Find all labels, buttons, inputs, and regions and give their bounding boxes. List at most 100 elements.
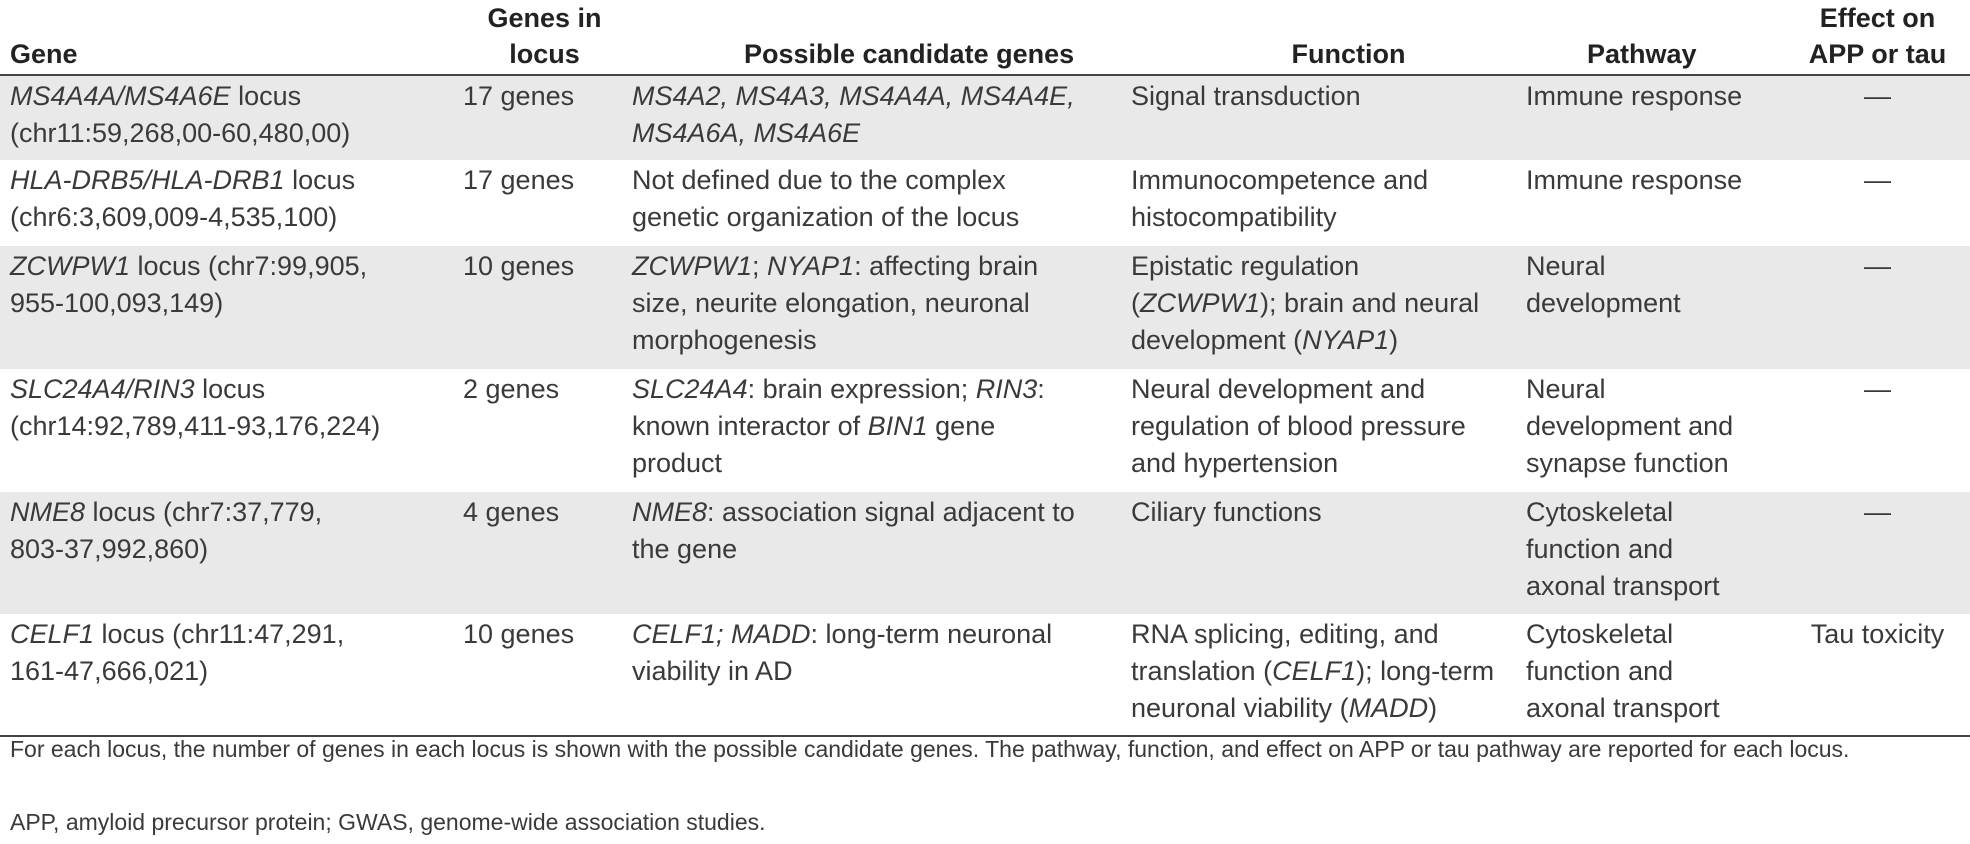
header-effect-line2: APP or tau (1808, 39, 1947, 69)
candidate-text: : (1037, 374, 1045, 404)
function-gene: CELF1 (1272, 656, 1357, 686)
gene-name: ZCWPW1 (10, 251, 130, 281)
function-line: regulation of blood pressure (1131, 411, 1466, 441)
gene-count: 10 genes (457, 246, 632, 369)
table-row: CELF1 locus (chr11:47,291, 161-47,666,02… (0, 614, 1970, 737)
table-row: HLA-DRB5/HLA-DRB1 locus (chr6:3,609,009-… (0, 160, 1970, 246)
effect-cell: — (1785, 160, 1970, 246)
gene-name: MS4A4A/MS4A6E (10, 81, 231, 111)
gene-coordinates: (chr11:59,268,00-60,480,00) (10, 118, 351, 148)
pathway-line: axonal transport (1526, 693, 1720, 723)
pathway-cell: Immune response (1526, 165, 1743, 195)
gene-coordinates: (chr14:92,789,411-93,176,224) (10, 411, 381, 441)
candidate-cell: SLC24A4: brain expression; RIN3: known i… (632, 369, 1131, 492)
pathway-cell: Neural development (1526, 246, 1785, 369)
candidate-line: morphogenesis (632, 325, 817, 355)
candidate-gene: ZCWPW1 (632, 251, 752, 281)
candidate-line: the gene (632, 534, 738, 564)
effect-cell: — (1785, 246, 1970, 369)
pathway-cell: Cytoskeletal function and axonal transpo… (1526, 614, 1785, 737)
gene-cell: NME8 locus (chr7:37,779, 803-37,992,860) (0, 492, 457, 614)
gene-locus-text: locus (chr11:47,291, (94, 619, 345, 649)
pathway-line: synapse function (1526, 448, 1729, 478)
candidate-gene: NME8 (632, 497, 708, 527)
gene-cell: CELF1 locus (chr11:47,291, 161-47,666,02… (0, 614, 457, 737)
function-cell: Neural development and regulation of blo… (1131, 369, 1526, 492)
pathway-cell: Immune response (1526, 75, 1785, 160)
pathway-line: axonal transport (1526, 571, 1720, 601)
candidate-cell: ZCWPW1; NYAP1: affecting brain size, neu… (632, 246, 1131, 369)
candidate-gene: CELF1; MADD (632, 619, 811, 649)
gene-locus-text: locus (chr7:37,779, (85, 497, 323, 527)
header-gene: Gene (0, 0, 457, 76)
candidate-line: Not defined due to the complex (632, 165, 1006, 195)
pathway-line: Cytoskeletal (1526, 619, 1674, 649)
function-text: ) (1428, 693, 1438, 723)
candidate-cell: MS4A2, MS4A3, MS4A4A, MS4A4E, MS4A6A, MS… (632, 75, 1131, 160)
function-text: neuronal viability ( (1131, 693, 1349, 723)
function-line: Neural development and (1131, 374, 1426, 404)
candidate-line: MS4A6A, MS4A6E (632, 118, 861, 148)
gene-locus-text: locus (284, 165, 356, 195)
pathway-line: Neural (1526, 251, 1606, 281)
header-effect-line1: Effect on (1819, 3, 1936, 33)
candidate-gene: SLC24A4 (632, 374, 748, 404)
gene-coordinates: 803-37,992,860) (10, 534, 209, 564)
effect-cell: — (1785, 75, 1970, 160)
effect-cell: — (1785, 369, 1970, 492)
function-cell: RNA splicing, editing, and translation (… (1131, 614, 1526, 737)
candidate-line: MS4A2, MS4A3, MS4A4A, MS4A4E, (632, 81, 1075, 111)
header-genes-in-locus-line2: locus (509, 39, 580, 69)
table-row: NME8 locus (chr7:37,779, 803-37,992,860)… (0, 492, 1970, 614)
function-gene: ZCWPW1 (1140, 288, 1260, 318)
function-line: Epistatic regulation (1131, 251, 1360, 281)
header-function: Function (1131, 0, 1526, 76)
function-cell: Immunocompetence and histocompatibility (1131, 160, 1526, 246)
function-text: development ( (1131, 325, 1303, 355)
table-row: SLC24A4/RIN3 locus (chr14:92,789,411-93,… (0, 369, 1970, 492)
candidate-line: genetic organization of the locus (632, 202, 1020, 232)
pathway-line: Neural (1526, 374, 1606, 404)
gene-name: SLC24A4/RIN3 (10, 374, 195, 404)
gene-name: HLA-DRB5/HLA-DRB1 (10, 165, 285, 195)
candidate-line: viability in AD (632, 656, 793, 686)
candidate-text: : affecting brain (854, 251, 1039, 281)
pathway-line: Cytoskeletal (1526, 497, 1674, 527)
function-cell: Signal transduction (1131, 75, 1526, 160)
table-row: ZCWPW1 locus (chr7:99,905, 955-100,093,1… (0, 246, 1970, 369)
function-text: ); brain and neural (1259, 288, 1480, 318)
candidate-line: size, neurite elongation, neuronal (632, 288, 1030, 318)
gene-locus-text: locus (194, 374, 266, 404)
candidate-line: product (632, 448, 723, 478)
function-line: Immunocompetence and (1131, 165, 1429, 195)
effect-value: Tau toxicity (1810, 619, 1945, 649)
candidate-cell: Not defined due to the complex genetic o… (632, 160, 1131, 246)
function-text: ( (1131, 288, 1140, 318)
gene-cell: ZCWPW1 locus (chr7:99,905, 955-100,093,1… (0, 246, 457, 369)
candidate-text: : association signal adjacent to (707, 497, 1075, 527)
gene-cell: MS4A4A/MS4A6E locus (chr11:59,268,00-60,… (0, 75, 457, 160)
function-gene: MADD (1348, 693, 1429, 723)
gene-coordinates: 161-47,666,021) (10, 656, 209, 686)
pathway-line: development (1526, 288, 1681, 318)
pathway-cell: Cytoskeletal function and axonal transpo… (1526, 492, 1785, 614)
pathway-line: function and (1526, 656, 1674, 686)
candidate-separator: ; (751, 251, 767, 281)
gene-count: 10 genes (457, 614, 632, 737)
gene-coordinates: 955-100,093,149) (10, 288, 224, 318)
candidate-text: : brain expression; (747, 374, 976, 404)
candidate-text: known interactor of (632, 411, 868, 441)
table-row: MS4A4A/MS4A6E locus (chr11:59,268,00-60,… (0, 75, 1970, 160)
function-text: translation ( (1131, 656, 1273, 686)
gene-cell: SLC24A4/RIN3 locus (chr14:92,789,411-93,… (0, 369, 457, 492)
candidate-cell: NME8: association signal adjacent to the… (632, 492, 1131, 614)
header-effect: Effect on APP or tau (1785, 0, 1970, 76)
table-footnote-abbreviations: APP, amyloid precursor protein; GWAS, ge… (10, 809, 766, 835)
candidate-gene: BIN1 (867, 411, 928, 441)
function-text: ) (1389, 325, 1399, 355)
effect-value: — (1864, 374, 1891, 404)
function-cell: Epistatic regulation (ZCWPW1); brain and… (1131, 246, 1526, 369)
header-genes-in-locus: Genes in locus (457, 0, 632, 76)
pathway-cell: Neural development and synapse function (1526, 369, 1785, 492)
